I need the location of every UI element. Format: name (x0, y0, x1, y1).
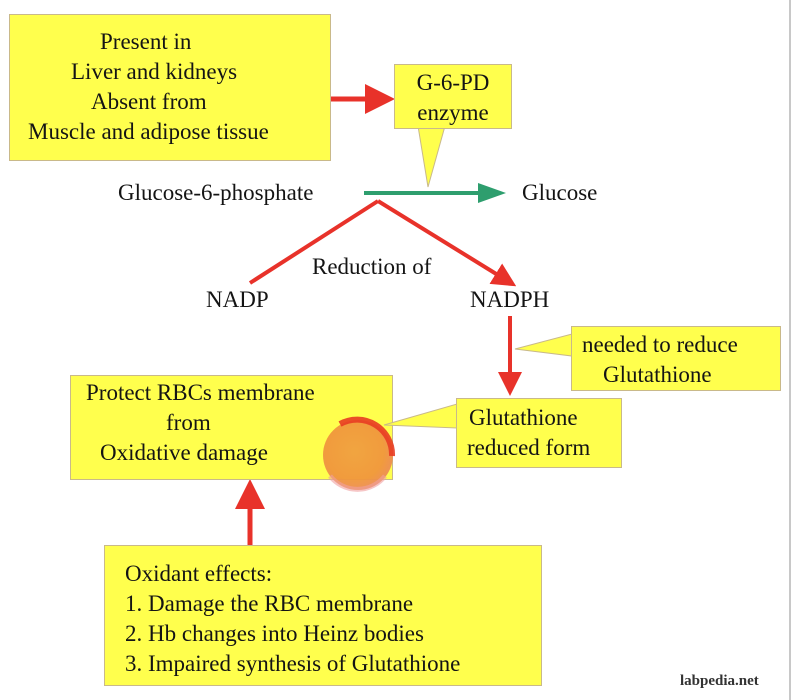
location-box: Present in Liver and kidneys Absent from… (9, 14, 331, 161)
enzyme-line-1: G-6-PD (416, 70, 490, 95)
oxidant-item-1: 1. Damage the RBC membrane (125, 591, 414, 616)
oxidant-heading: Oxidant effects: (125, 561, 273, 586)
frame-right-border (789, 0, 791, 700)
nadp-label: NADP (206, 287, 269, 312)
enzyme-line-2: enzyme (417, 100, 489, 125)
needed-box: needed to reduce Glutathione (571, 326, 781, 391)
nadph-label: NADPH (470, 287, 550, 312)
needed-line-1: needed to reduce (582, 332, 738, 357)
oxidant-item-3: 3. Impaired synthesis of Glutathione (125, 651, 461, 676)
protect-line-2: from (166, 410, 211, 435)
protect-line-1: Protect RBCs membrane (86, 380, 315, 405)
line-nadp-to-apex (248, 199, 380, 285)
oxidant-item-2: 2. Hb changes into Heinz bodies (125, 621, 424, 646)
location-line-3: Absent from (91, 89, 207, 114)
enzyme-box: G-6-PD enzyme (394, 64, 512, 129)
watermark: labpedia.net (680, 673, 759, 689)
location-line-1: Present in (100, 29, 192, 54)
protect-line-3: Oxidative damage (100, 440, 268, 465)
glutathione-line-2: reduced form (467, 435, 591, 460)
needed-line-2: Glutathione (603, 362, 712, 387)
substrate-label: Glucose-6-phosphate (118, 180, 314, 205)
glutathione-line-1: Glutathione (469, 405, 578, 430)
location-line-2: Liver and kidneys (71, 59, 238, 84)
location-line-4: Muscle and adipose tissue (28, 119, 269, 144)
oxidant-box: Oxidant effects: 1. Damage the RBC membr… (104, 545, 542, 686)
arrow-apex-to-nadph (376, 199, 517, 287)
product-label: Glucose (522, 180, 598, 205)
reduction-label: Reduction of (312, 254, 432, 279)
glutathione-box: Glutathione reduced form (456, 398, 622, 468)
